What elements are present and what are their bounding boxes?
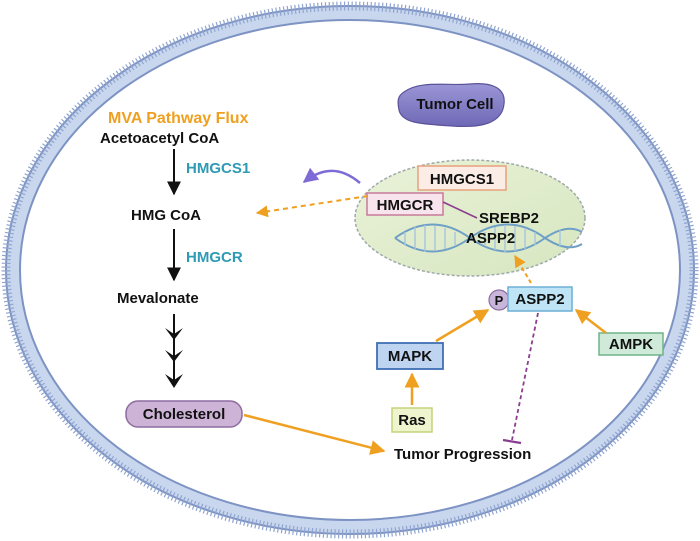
aspp2-box (507, 286, 573, 312)
nucleus-hmgcr-box (366, 192, 444, 216)
mapk-box (376, 342, 444, 370)
tumor-cell-icon (397, 83, 505, 128)
nucleus-aspp2-label: ASPP2 (466, 230, 515, 247)
nucleus-hmgcs1-box (417, 165, 507, 191)
cholesterol-box (125, 400, 243, 428)
cholesterol-to-progression-arrow (243, 413, 386, 455)
mevalonate-label: Mevalonate (117, 290, 199, 307)
nucleus-hmgcr-label: HMGCR (377, 197, 434, 214)
dna-helix-icon (394, 223, 583, 253)
tumor-cell-label: Tumor Cell (416, 96, 493, 113)
ampk-to-aspp2-arrow (574, 309, 607, 334)
cholesterol-label: Cholesterol (143, 406, 226, 423)
mapk-label: MAPK (388, 348, 432, 365)
ampk-label: AMPK (609, 336, 653, 353)
aspp2-label: ASPP2 (515, 291, 564, 308)
phospho-label: P (495, 293, 504, 308)
srebp2-label: SREBP2 (479, 210, 539, 227)
aspp2-to-nucleus-arrow (514, 254, 532, 284)
export-arrow (302, 167, 361, 184)
hmgcs1-enzyme-label: HMGCS1 (186, 160, 250, 177)
ras-label: Ras (398, 412, 426, 429)
acetoacetyl-coa-label: Acetoacetyl CoA (100, 130, 219, 147)
nucleus-to-hmgcoa-arrow (255, 195, 369, 218)
hmgcr-srebp2-link (442, 201, 478, 219)
hmgcr-enzyme-label: HMGCR (186, 249, 243, 266)
inhibition-bar (502, 438, 522, 445)
pathway-title: MVA Pathway Flux (108, 110, 249, 127)
multistep-chevrons-icon (165, 314, 183, 388)
aspp2-inhibition-line (511, 312, 539, 441)
ras-box (391, 407, 433, 433)
hmg-coa-label: HMG CoA (131, 207, 201, 224)
tumor-progression-label: Tumor Progression (394, 446, 531, 463)
mapk-to-phospho-arrow (435, 308, 490, 343)
ampk-box (598, 332, 664, 356)
nucleus-hmgcs1-label: HMGCS1 (430, 171, 494, 188)
